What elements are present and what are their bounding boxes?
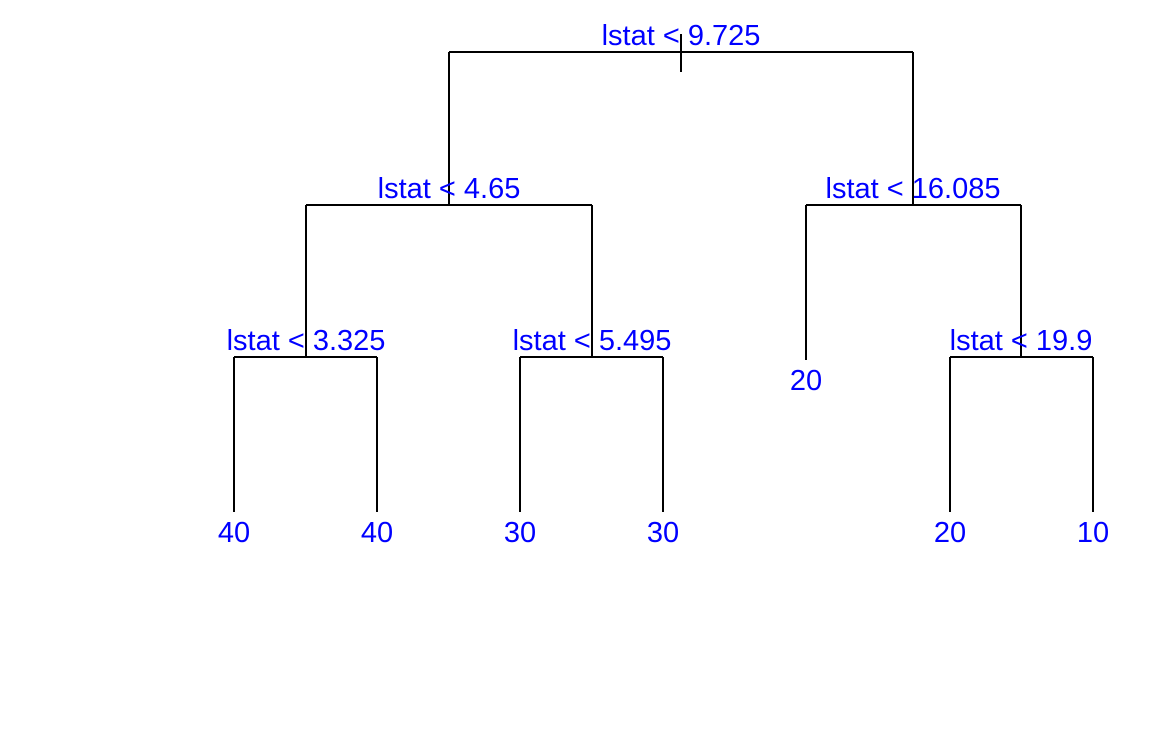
split-label-root: lstat < 9.725 [602, 20, 761, 52]
tree-labels: lstat < 9.725 lstat < 4.65 lstat < 3.325 40… [218, 20, 1109, 549]
leaf-value-leaf-lrl: 30 [504, 517, 536, 549]
tree-edges [233, 34, 1094, 512]
split-label-n-lr: lstat < 5.495 [513, 325, 672, 357]
leaf-value-leaf-llr: 40 [361, 517, 393, 549]
leaf-value-leaf-rl: 20 [790, 365, 822, 397]
leaf-value-leaf-lrr: 30 [647, 517, 679, 549]
leaf-value-leaf-rrr: 10 [1077, 517, 1109, 549]
split-label-n-rr: lstat < 19.9 [950, 325, 1093, 357]
leaf-value-leaf-rrl: 20 [934, 517, 966, 549]
split-label-n-ll: lstat < 3.325 [227, 325, 386, 357]
leaf-value-leaf-lll: 40 [218, 517, 250, 549]
split-label-n-l: lstat < 4.65 [378, 173, 521, 205]
split-label-n-r: lstat < 16.085 [826, 173, 1001, 205]
